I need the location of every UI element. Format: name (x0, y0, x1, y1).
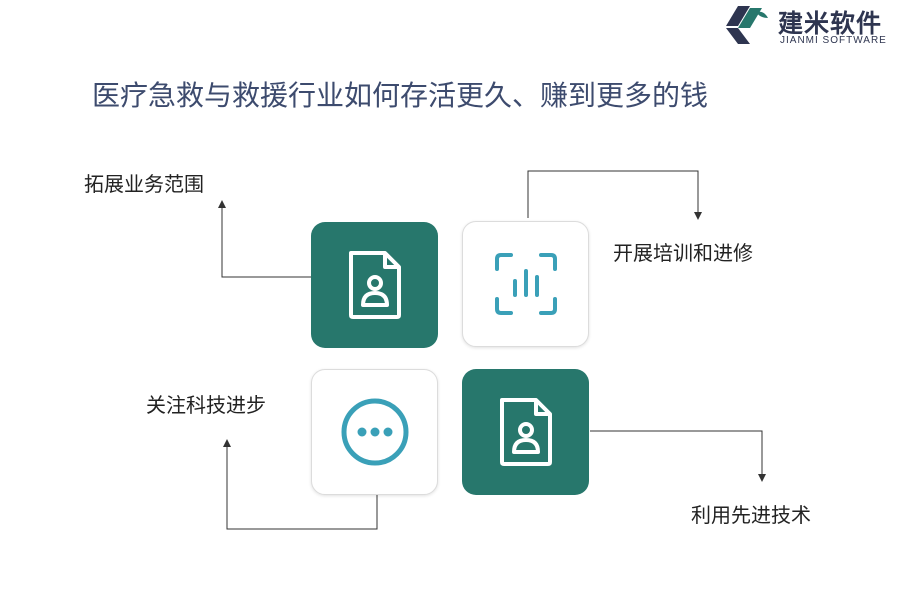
connector-top-right (527, 170, 702, 220)
more-dots-icon (341, 398, 408, 466)
connector-bottom-right (590, 430, 766, 482)
document-person-icon (348, 251, 401, 319)
page-title: 医疗急救与救援行业如何存活更久、赚到更多的钱 (92, 79, 709, 112)
label-training: 开展培训和进修 (613, 241, 753, 265)
card-bottom-left (311, 369, 438, 495)
bar-chart-frame-icon (494, 253, 557, 315)
document-person-icon (499, 398, 552, 466)
brand-logo-mark-icon (726, 6, 768, 44)
label-advanced-tech: 利用先进技术 (691, 503, 811, 527)
label-tech-progress: 关注科技进步 (146, 393, 266, 417)
brand-logo: 建米软件 JIANMI SOFTWARE (724, 4, 900, 48)
brand-name-en: JIANMI SOFTWARE (780, 35, 887, 46)
card-bottom-right (462, 369, 589, 495)
label-expand-business: 拓展业务范围 (84, 172, 204, 196)
connector-top-left (218, 200, 311, 278)
connector-bottom-left (223, 439, 378, 530)
card-top-right (462, 221, 589, 347)
card-top-left (311, 222, 438, 348)
brand-name-cn: 建米软件 (778, 9, 883, 38)
